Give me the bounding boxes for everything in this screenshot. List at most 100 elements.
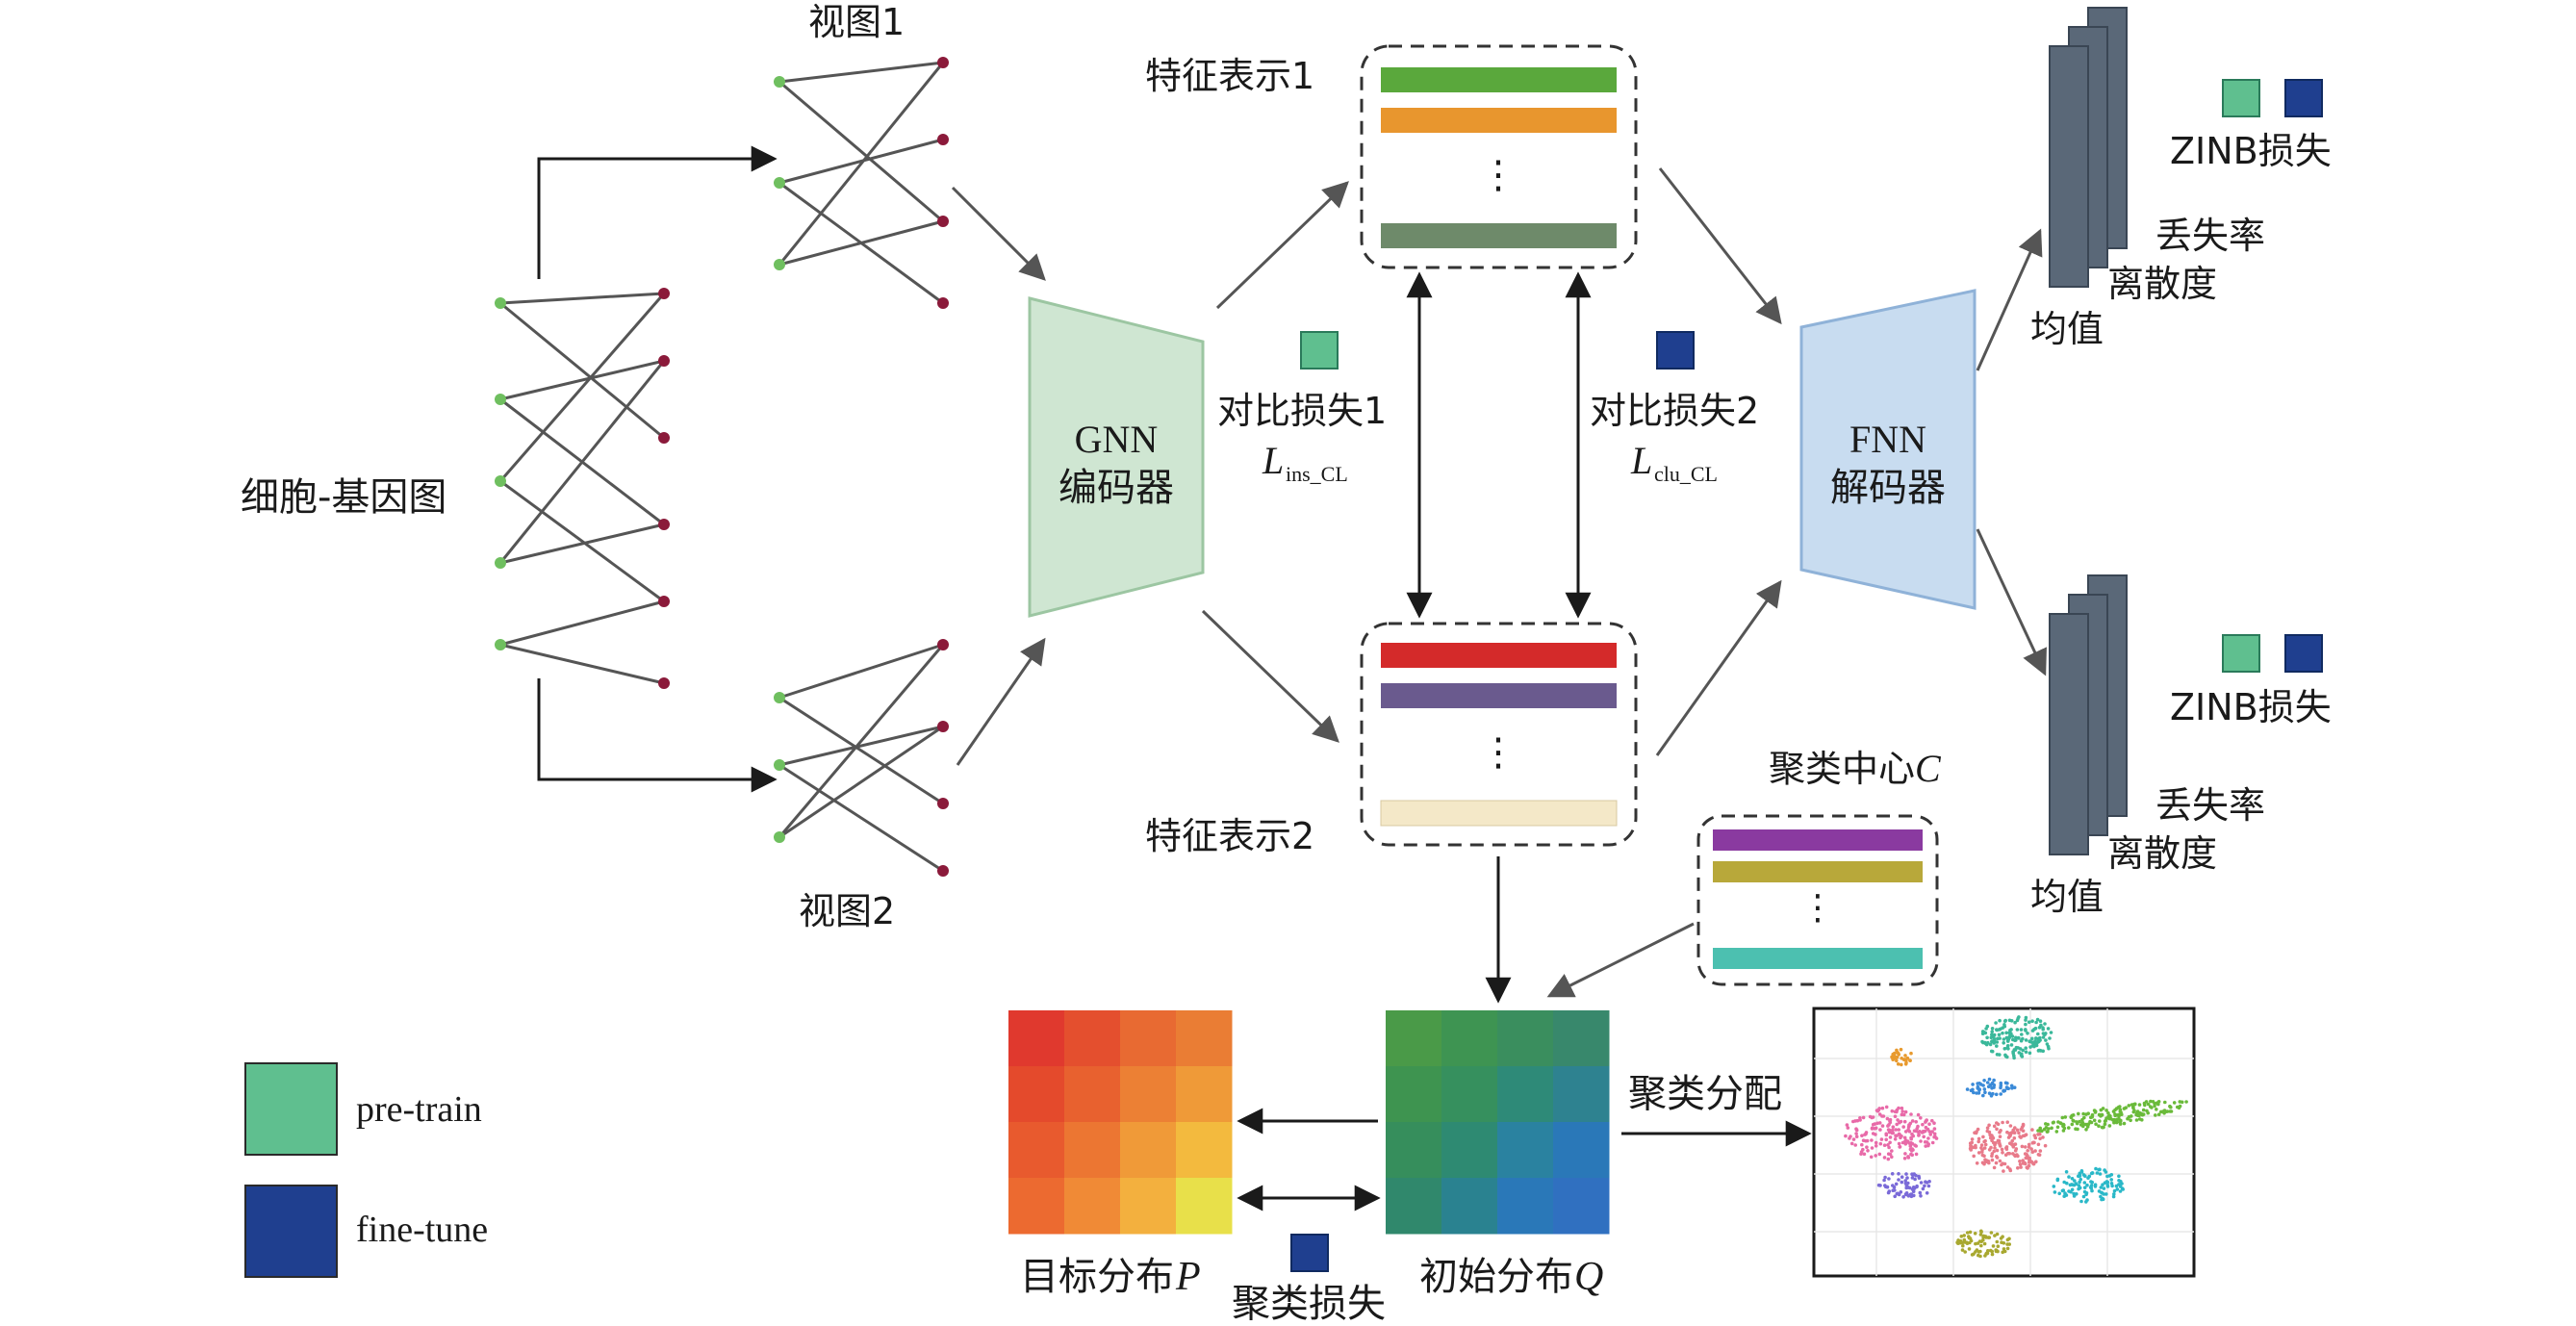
l-ins-main: L xyxy=(1262,439,1284,482)
scatter-point xyxy=(1893,1188,1897,1192)
scatter-point xyxy=(1919,1116,1923,1120)
scatter-point xyxy=(2018,1135,2022,1138)
rep2-ellipsis: ⋮ xyxy=(1479,730,1518,775)
scatter-point xyxy=(1874,1133,1877,1136)
scatter-point xyxy=(2002,1088,2007,1093)
scatter-point xyxy=(2089,1171,2094,1176)
rep1-bar xyxy=(1381,67,1617,92)
cluster-center-ellipsis: ⋮ xyxy=(1800,888,1835,928)
scatter-point xyxy=(2153,1104,2156,1109)
scatter-point xyxy=(2084,1122,2088,1127)
heatmap-cell xyxy=(1176,1066,1233,1123)
scatter-point xyxy=(1982,1079,1986,1083)
scatter-point xyxy=(2094,1122,2098,1126)
scatter-point xyxy=(2018,1160,2022,1163)
scatter-point xyxy=(2063,1115,2068,1119)
scatter-point xyxy=(2114,1118,2119,1122)
scatter-point xyxy=(1901,1058,1906,1061)
scatter-point xyxy=(2117,1179,2121,1183)
scatter-point xyxy=(1897,1172,1900,1176)
scatter-point xyxy=(1992,1085,1996,1089)
legend-pretrain-label: pre-train xyxy=(356,1089,482,1130)
scatter-point xyxy=(1904,1184,1909,1187)
scatter-point xyxy=(1923,1129,1927,1134)
scatter-point xyxy=(1977,1139,1980,1144)
scatter-point xyxy=(2030,1019,2034,1023)
scatter-point xyxy=(1918,1190,1923,1195)
scatter-point xyxy=(1865,1138,1870,1143)
scatter-point xyxy=(2057,1191,2061,1196)
scatter-point xyxy=(1899,1047,1903,1052)
scatter-point xyxy=(2034,1036,2038,1040)
heatmap-cell xyxy=(1386,1010,1442,1067)
scatter-point xyxy=(1998,1135,2002,1138)
scatter-point xyxy=(2068,1183,2073,1187)
scatter-point xyxy=(2103,1122,2107,1127)
scatter-point xyxy=(1963,1240,1967,1244)
bottom-output-stack: 丢失率 离散度 均值 ZINB损失 xyxy=(2030,574,2332,918)
l-ins-subscript: ins_CL xyxy=(1286,462,1348,486)
scatter-point xyxy=(2004,1145,2009,1149)
scatter-point xyxy=(1910,1153,1914,1158)
scatter-point xyxy=(2055,1178,2060,1183)
scatter-point xyxy=(1910,1172,1915,1177)
scatter-point xyxy=(1994,1021,1998,1025)
cluster-loss-label: 聚类损失 xyxy=(1232,1282,1386,1321)
heatmap-cell xyxy=(1176,1122,1233,1179)
scatter-point xyxy=(1973,1232,1977,1236)
scatter-point xyxy=(1844,1134,1848,1138)
scatter-point xyxy=(1998,1159,2002,1163)
scatter-point xyxy=(2004,1035,2009,1040)
scatter-point xyxy=(1915,1184,1919,1188)
scatter-point xyxy=(1882,1143,1887,1147)
scatter-point xyxy=(2074,1182,2079,1186)
scatter-point xyxy=(2036,1032,2040,1036)
scatter-point xyxy=(1978,1233,1983,1237)
scatter-point xyxy=(2049,1031,2053,1034)
scatter-point xyxy=(1993,1146,1997,1150)
scatter-point xyxy=(2156,1100,2161,1104)
scatter-point xyxy=(2021,1048,2025,1053)
scatter-point xyxy=(1930,1130,1934,1134)
scatter-point xyxy=(2033,1149,2037,1153)
scatter-point xyxy=(1876,1183,1881,1187)
scatter-point xyxy=(2082,1186,2087,1189)
scatter-point xyxy=(1992,1149,1996,1154)
scatter-point xyxy=(1984,1236,1988,1239)
scatter-point xyxy=(1998,1130,2002,1135)
scatter-point xyxy=(2029,1147,2033,1151)
scatter-point xyxy=(2118,1185,2123,1188)
scatter-point xyxy=(1990,1030,1994,1033)
scatter-point xyxy=(1932,1135,1936,1139)
scatter-point xyxy=(2051,1121,2055,1125)
scatter-point xyxy=(2003,1053,2007,1058)
view2-graph: 视图2 xyxy=(774,639,949,932)
scatter-point xyxy=(1969,1238,1974,1243)
scatter-point xyxy=(1995,1028,1999,1032)
scatter-point xyxy=(1896,1062,1900,1066)
scatter-point xyxy=(2077,1111,2080,1116)
scatter-point xyxy=(2074,1127,2078,1131)
scatter-point xyxy=(2009,1142,2014,1146)
scatter-point xyxy=(2016,1046,2020,1050)
scatter-point xyxy=(2005,1246,2010,1251)
scatter-point xyxy=(2065,1181,2069,1186)
scatter-point xyxy=(2069,1189,2073,1194)
scatter-point xyxy=(1873,1127,1876,1131)
scatter-point xyxy=(2082,1181,2087,1185)
scatter-point xyxy=(1860,1142,1864,1147)
scatter-point xyxy=(1925,1140,1929,1144)
heatmap-cell xyxy=(1441,1178,1498,1235)
scatter-point xyxy=(1995,1053,2000,1057)
scatter-point xyxy=(2026,1032,2029,1035)
scatter-point xyxy=(1897,1132,1901,1136)
scatter-cluster xyxy=(1844,1105,1939,1161)
scatter-point xyxy=(2024,1038,2028,1042)
scatter-point xyxy=(2021,1159,2025,1162)
cluster-center-bar xyxy=(1713,948,1923,969)
scatter-point xyxy=(2028,1051,2032,1056)
scatter-point xyxy=(1985,1035,1989,1040)
scatter-point xyxy=(2090,1188,2094,1193)
heatmap-cell xyxy=(1008,1010,1065,1067)
scatter-point xyxy=(1871,1122,1875,1127)
